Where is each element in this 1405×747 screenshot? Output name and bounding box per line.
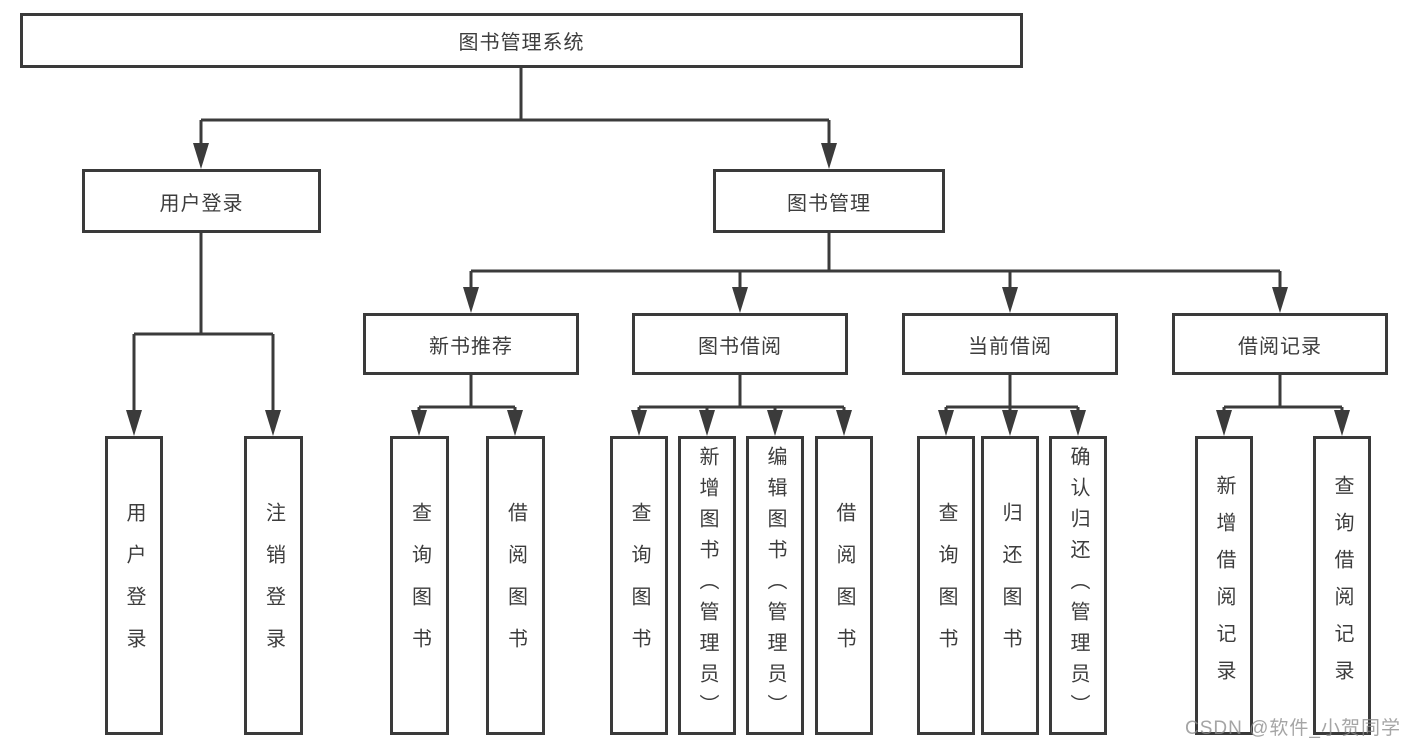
leaf-user-login: 用户登录: [105, 436, 163, 735]
leaf-borrowing-add-books-admin: 新增图书（管理员）: [678, 436, 736, 735]
leaf-logout-login: 注销登录: [244, 436, 303, 735]
node-label: 编辑图书（管理员）: [764, 446, 786, 725]
connector-new-book-to-children: [411, 375, 523, 436]
node-label: 新增图书（管理员）: [696, 446, 718, 725]
node-label: 归还图书: [999, 501, 1021, 670]
node-label: 用户登录: [159, 192, 244, 215]
leaf-records-add-borrow-record: 新增借阅记录: [1195, 436, 1253, 735]
node-label: 注销登录: [262, 501, 285, 670]
node-label: 当前借阅: [968, 335, 1052, 358]
connector-current-borrowing-to-children: [938, 375, 1086, 436]
watermark: CSDN @软件_小贺同学: [1185, 718, 1401, 739]
node-label: 查询图书: [628, 501, 650, 670]
node-label: 图书管理系统: [458, 32, 585, 54]
node-borrowing-records: 借阅记录: [1172, 313, 1388, 375]
leaf-borrowing-borrow-books: 借阅图书: [815, 436, 873, 735]
leaf-borrowing-edit-books-admin: 编辑图书（管理员）: [746, 436, 804, 735]
node-new-book-recommendation: 新书推荐: [363, 313, 579, 375]
node-book-management: 图书管理: [713, 169, 945, 233]
connector-book-borrowing-to-children: [631, 375, 852, 436]
node-label: 查询借阅记录: [1331, 474, 1353, 697]
node-label: 借阅记录: [1238, 335, 1322, 358]
node-label: 借阅图书: [504, 501, 527, 670]
node-library-system: 图书管理系统: [20, 13, 1023, 68]
node-book-borrowing: 图书借阅: [632, 313, 848, 375]
leaf-borrowing-query-books: 查询图书: [610, 436, 668, 735]
node-label: 借阅图书: [833, 501, 855, 670]
node-label: 用户登录: [123, 501, 145, 670]
node-label: 确认归还（管理员）: [1067, 446, 1089, 725]
connector-root-to-level2: [193, 68, 837, 169]
connector-user-login-to-children: [126, 233, 281, 436]
connector-book-management-to-level3: [463, 233, 1288, 313]
node-label: 新增借阅记录: [1213, 474, 1235, 697]
leaf-newbook-query-books: 查询图书: [390, 436, 449, 735]
node-label: 图书管理: [787, 192, 871, 215]
leaf-current-query-books: 查询图书: [917, 436, 975, 735]
node-user-login: 用户登录: [82, 169, 321, 233]
node-label: 查询图书: [408, 501, 431, 670]
leaf-records-query-borrow-record: 查询借阅记录: [1313, 436, 1371, 735]
leaf-newbook-borrow-books: 借阅图书: [486, 436, 545, 735]
connector-borrowing-records-to-children: [1216, 375, 1350, 436]
node-current-borrowing: 当前借阅: [902, 313, 1118, 375]
leaf-current-confirm-return-admin: 确认归还（管理员）: [1049, 436, 1107, 735]
node-label: 图书借阅: [698, 335, 782, 358]
node-label: 新书推荐: [429, 335, 513, 358]
node-label: 查询图书: [935, 501, 957, 670]
leaf-current-return-books: 归还图书: [981, 436, 1039, 735]
